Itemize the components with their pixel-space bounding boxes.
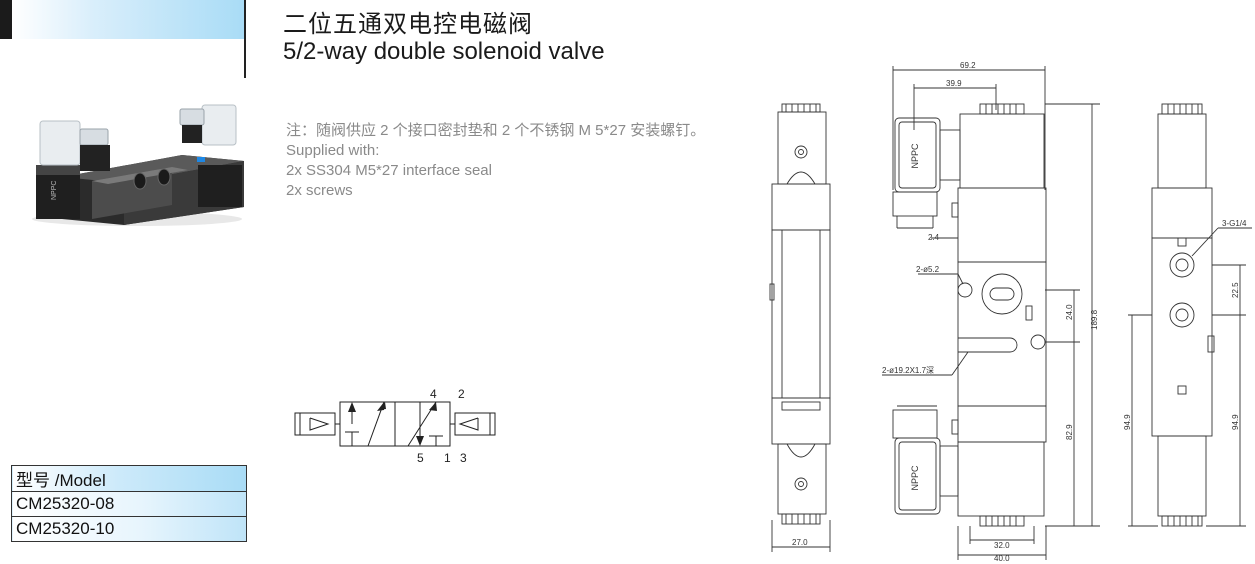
model-table-header: 型号 /Model bbox=[11, 465, 247, 492]
front-view bbox=[882, 66, 1100, 560]
dim-27-0: 27.0 bbox=[792, 538, 808, 547]
model-cell: CM25320-08 bbox=[11, 491, 247, 517]
dim-40-0: 40.0 bbox=[994, 554, 1010, 563]
title-chinese: 二位五通双电控电磁阀 bbox=[283, 11, 533, 38]
dim-32-0: 32.0 bbox=[994, 541, 1010, 550]
supply-notes: 注：随阀供应 2 个接口密封垫和 2 个不锈钢 M 5*27 安装螺钉。 Sup… bbox=[286, 121, 705, 201]
note-chinese: 注：随阀供应 2 个接口密封垫和 2 个不锈钢 M 5*27 安装螺钉。 bbox=[286, 122, 706, 139]
dim-hole: 2-ø5.2 bbox=[916, 265, 940, 274]
table-row: CM25320-08 bbox=[11, 491, 247, 517]
model-table-header-row: 型号 /Model bbox=[11, 465, 247, 492]
dim-94-9-left: 94.9 bbox=[1123, 414, 1132, 430]
dim-189-8: 189.8 bbox=[1090, 309, 1099, 330]
table-row: CM25320-10 bbox=[11, 516, 247, 542]
port-3: 3 bbox=[460, 451, 467, 465]
dim-24-0: 24.0 bbox=[1065, 304, 1074, 320]
port-1: 1 bbox=[444, 451, 451, 465]
valve-symbol: 4 2 5 1 3 bbox=[294, 387, 496, 465]
note-line-1: Supplied with: bbox=[286, 142, 380, 159]
port-4: 4 bbox=[430, 387, 437, 401]
drawing-logo-top: NPPC bbox=[910, 143, 920, 169]
dim-82-9: 82.9 bbox=[1065, 424, 1074, 440]
right-solenoid-symbol bbox=[454, 412, 496, 436]
side-view-right bbox=[1128, 103, 1252, 527]
dim-22-5: 22.5 bbox=[1231, 282, 1240, 298]
dim-69-2: 69.2 bbox=[960, 61, 976, 70]
dim-39-9: 39.9 bbox=[946, 79, 962, 88]
technical-drawing: NPPC NPPC 69.2 39.9 2.4 2-ø5.2 2-ø19.2X1… bbox=[769, 61, 1252, 563]
model-table: 型号 /Model CM25320-08 CM25320-10 bbox=[11, 465, 247, 542]
photo-logo: NPPC bbox=[51, 181, 58, 200]
note-line-3: 2x screws bbox=[286, 182, 353, 199]
dim-port: 3-G1/4 bbox=[1222, 219, 1247, 228]
header-accent-bar bbox=[0, 0, 12, 39]
model-cell: CM25320-10 bbox=[11, 516, 247, 542]
port-2: 2 bbox=[458, 387, 465, 401]
header-gradient-band bbox=[12, 0, 244, 39]
header-divider bbox=[244, 0, 246, 78]
dim-recess: 2-ø19.2X1.7深 bbox=[882, 366, 934, 375]
port-5: 5 bbox=[417, 451, 424, 465]
dim-2-4: 2.4 bbox=[928, 233, 940, 242]
drawing-logo-bottom: NPPC bbox=[910, 465, 920, 491]
dim-94-9-right: 94.9 bbox=[1231, 414, 1240, 430]
valve-box-left bbox=[339, 401, 396, 447]
title-english: 5/2-way double solenoid valve bbox=[283, 38, 605, 65]
note-line-2: 2x SS304 M5*27 interface seal bbox=[286, 162, 492, 179]
product-photo: NPPC bbox=[32, 104, 244, 226]
side-view-left bbox=[769, 103, 831, 552]
